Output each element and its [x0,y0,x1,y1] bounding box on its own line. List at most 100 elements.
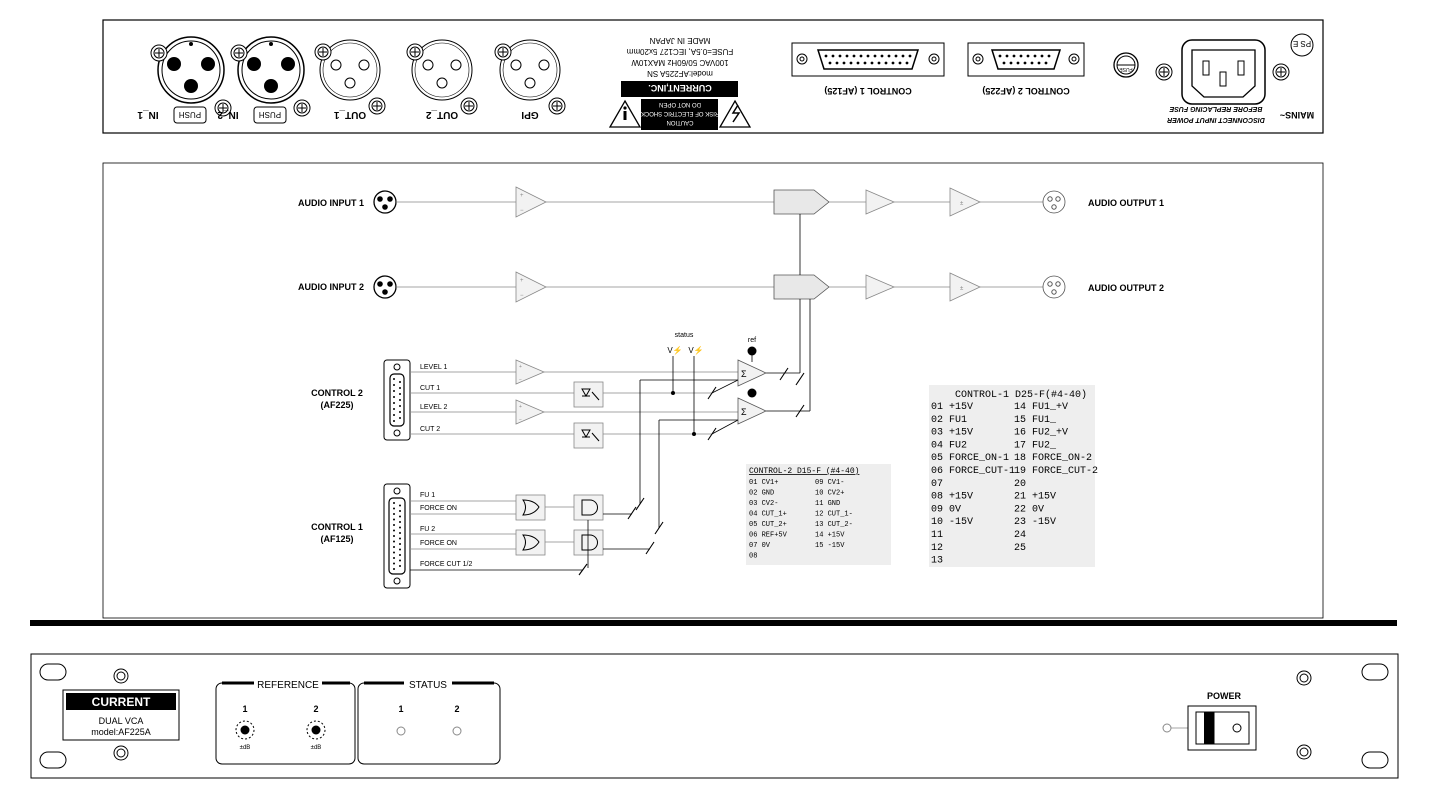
control-1-table-title: CONTROL-1 D25-F(#4-40) [955,389,1087,401]
in-1-push-label: PUSH [179,110,201,119]
status-channel-1-label: 1 [398,704,403,714]
xlr-out-2-connector: OUT_2 [406,39,478,120]
control-2-rear-label: CONTROL 2 (AF225) [982,86,1069,96]
gpi-label: GPI [521,109,538,120]
in-2-push-label: PUSH [259,110,281,119]
pin-row: 15 -15V [815,542,845,550]
pin-row: 10 -15V [931,517,973,528]
or-gate-1-icon [515,494,546,521]
disconnect-power-warning: DISCONNECT INPUT POWER [1167,116,1265,123]
info-warning-icon [608,99,642,128]
audio-output-1-label: AUDIO OUTPUT 1 [1088,198,1164,208]
control-1-title: CONTROL 1 [311,522,363,532]
pin-row: 23 -15V [1014,517,1056,528]
pin-row: 15 FU1_ [1014,415,1057,426]
pin-row: 13 [931,556,943,567]
pin-row: 08 +15V [931,492,973,503]
pin-row: 10 CV2+ [815,490,844,498]
fuse-label: FUSE [1119,66,1133,72]
vca-2-icon [773,274,830,300]
mains-iec-inlet [1155,39,1290,105]
made-in-label: MADE IN JAPAN [649,36,710,45]
pin-row: 06 REF+5V [749,532,788,540]
svg-text:+: + [520,193,524,199]
lightning-warning-icon [718,99,752,128]
sigma-2-label: Σ [741,407,747,417]
svg-text:+: + [519,404,522,410]
pin-row: 08 [749,553,757,561]
or-gate-2-icon [515,529,546,556]
ref-label: ref [748,337,756,344]
status-led-1-icon: V⚡ [667,345,682,355]
status-led-2-icon: V⚡ [688,345,703,355]
pin-row: 05 FORCE_ON-1 [931,453,1009,464]
shock-risk-label: RISK OF ELECTRIC SHOCK [641,110,719,116]
svg-text:−: − [520,293,524,299]
svg-text:−: − [519,377,522,383]
reference-1-trim-knob[interactable] [235,720,255,740]
summing-amp-2-icon [737,397,767,425]
ref-terminal-icon [747,346,757,356]
pin-row: 05 CUT_2+ [749,521,787,529]
warning-label: CURRENT,INC. model:AF225A SN 100VAC 50/6… [608,36,752,130]
and-gate-2-icon [573,529,604,556]
svg-text:−: − [520,208,524,214]
control-2-pinout-table: CONTROL-2 D15-F (#4-40) 01 CV1+02 GND03 … [746,464,891,565]
front-panel: CURRENT DUAL VCA model:AF225A REFERENCE … [30,653,1399,779]
control-1-subtitle: (AF125) [320,534,353,544]
pin-row: 22 0V [1014,504,1044,515]
audio-output-1-xlr-icon [1042,190,1066,214]
power-label: POWER [1207,691,1242,701]
pin-row: 06 FORCE_CUT-1 [931,466,1015,477]
rack-ear-slot-bottom-right [1361,751,1389,769]
fu-2-label: FU 2 [420,526,435,533]
caution-label: CAUTION [667,119,694,125]
pin-row: 14 FU1_+V [1014,402,1068,413]
control-2-subtitle: (AF225) [320,400,353,410]
status-2-led-icon [452,726,462,736]
panel-screw-icon [1296,744,1312,760]
rack-ear-slot-top-left [39,663,67,681]
fu-1-label: FU 1 [420,492,435,499]
force-cut-label: FORCE CUT 1/2 [420,561,472,568]
separator-bar [30,620,1397,626]
mains-label: MAINS~ [1280,110,1314,120]
audio-input-1-label: AUDIO INPUT 1 [298,198,364,208]
pin-row: 02 FU1 [931,415,967,426]
force-on-2-label: FORCE ON [420,540,457,547]
reference-2-db-label: ±dB [311,745,322,751]
reference-channel-2-label: 2 [313,704,318,714]
opto-coupler-2-icon [573,422,604,449]
block-diagram: AUDIO INPUT 1 +− ± AUDIO OUTPUT 1 AUDIO … [102,162,1324,619]
audio-input-1-xlr-icon [373,190,397,214]
sigma-1-label: Σ [741,369,747,379]
xlr-out-1-connector: OUT_1 [314,39,386,120]
audio-input-2-xlr-icon [373,275,397,299]
level-2-label: LEVEL 2 [420,404,447,411]
svg-text:−: − [519,417,522,423]
control-2-diagram-connector [383,359,411,441]
product-label: DUAL VCA [99,716,144,726]
cut-1-label: CUT 1 [420,385,440,392]
input-amp-1-icon [515,186,547,218]
pin-row: 20 [1014,479,1026,490]
pin-row: 09 CV1- [815,479,844,487]
status-section-label: STATUS [409,680,447,691]
pin-row: 11 GND [815,500,840,508]
pin-row: 11 [931,530,943,541]
pin-row: 09 0V [931,504,961,515]
power-switch[interactable] [1187,705,1257,751]
pin-row: 12 CUT_1- [815,511,853,519]
out-1-label: OUT_1 [333,109,366,120]
pin-row: 04 FU2 [931,440,967,451]
pin-row: 03 +15V [931,428,973,439]
svg-text:±: ± [960,286,964,292]
company-label: CURRENT,INC. [648,83,712,93]
control-2-table-title: CONTROL-2 D15-F (#4-40) [749,467,859,476]
reference-section [215,682,356,765]
reference-2-trim-knob[interactable] [306,720,326,740]
reference-label: REFERENCE [257,680,319,691]
buffer-amp-2-icon [865,274,896,300]
control-1-db25-connector: CONTROL 1 (AF125) [791,42,945,96]
xlr-in-1-connector: PUSH IN_1 [137,36,232,124]
